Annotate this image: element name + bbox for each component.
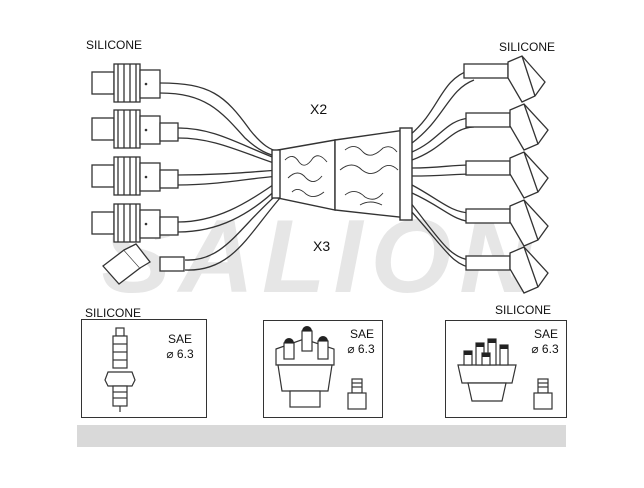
terminal-b (533, 378, 553, 410)
left-boot-4 (91, 203, 179, 243)
right-boot-2 (465, 103, 549, 151)
left-boot-2 (91, 109, 179, 149)
right-boot-3 (465, 151, 549, 199)
diameter-label-2: ⌀ 6.3 (347, 342, 375, 356)
multiplier-x2: X2 (310, 101, 328, 117)
distributor-cap-icon-b (457, 338, 553, 410)
distributor-cap-icon-a (275, 326, 367, 410)
spark-plug-icon (104, 327, 136, 412)
sae-label-1: SAE (167, 332, 192, 346)
right-boot-4 (465, 199, 549, 247)
left-straight-boots (91, 63, 185, 285)
sae-label-3: SAE (533, 327, 558, 341)
diameter-label-1: ⌀ 6.3 (166, 347, 194, 361)
bundle-sleeves (271, 127, 413, 221)
bottom-bar (77, 425, 566, 447)
terminal-a (347, 378, 367, 410)
cable-bundle-left (159, 82, 281, 271)
distributor-cap-box-b: SAE ⌀ 6.3 (445, 320, 567, 418)
silicone-label-top-right: SILICONE (499, 40, 556, 54)
right-boot-5 (465, 246, 549, 294)
silicone-label-top-left: SILICONE (86, 38, 143, 52)
sae-label-2: SAE (349, 327, 374, 341)
distributor-cap-box-a: SAE ⌀ 6.3 (263, 320, 383, 418)
right-angled-boots (463, 55, 549, 294)
left-boot-1 (91, 63, 161, 103)
diameter-label-3: ⌀ 6.3 (531, 342, 559, 356)
spark-plug-box: SAE ⌀ 6.3 (81, 319, 207, 418)
multiplier-x3: X3 (313, 238, 331, 254)
left-angled-boot (102, 243, 185, 285)
right-boot-1 (463, 55, 546, 103)
left-boot-3 (91, 156, 179, 196)
left-boot-dots (144, 82, 148, 226)
sleeve-texture (284, 146, 399, 206)
silicone-label-bottom-right: SILICONE (495, 303, 552, 317)
silicone-label-bottom-left: SILICONE (85, 306, 142, 320)
